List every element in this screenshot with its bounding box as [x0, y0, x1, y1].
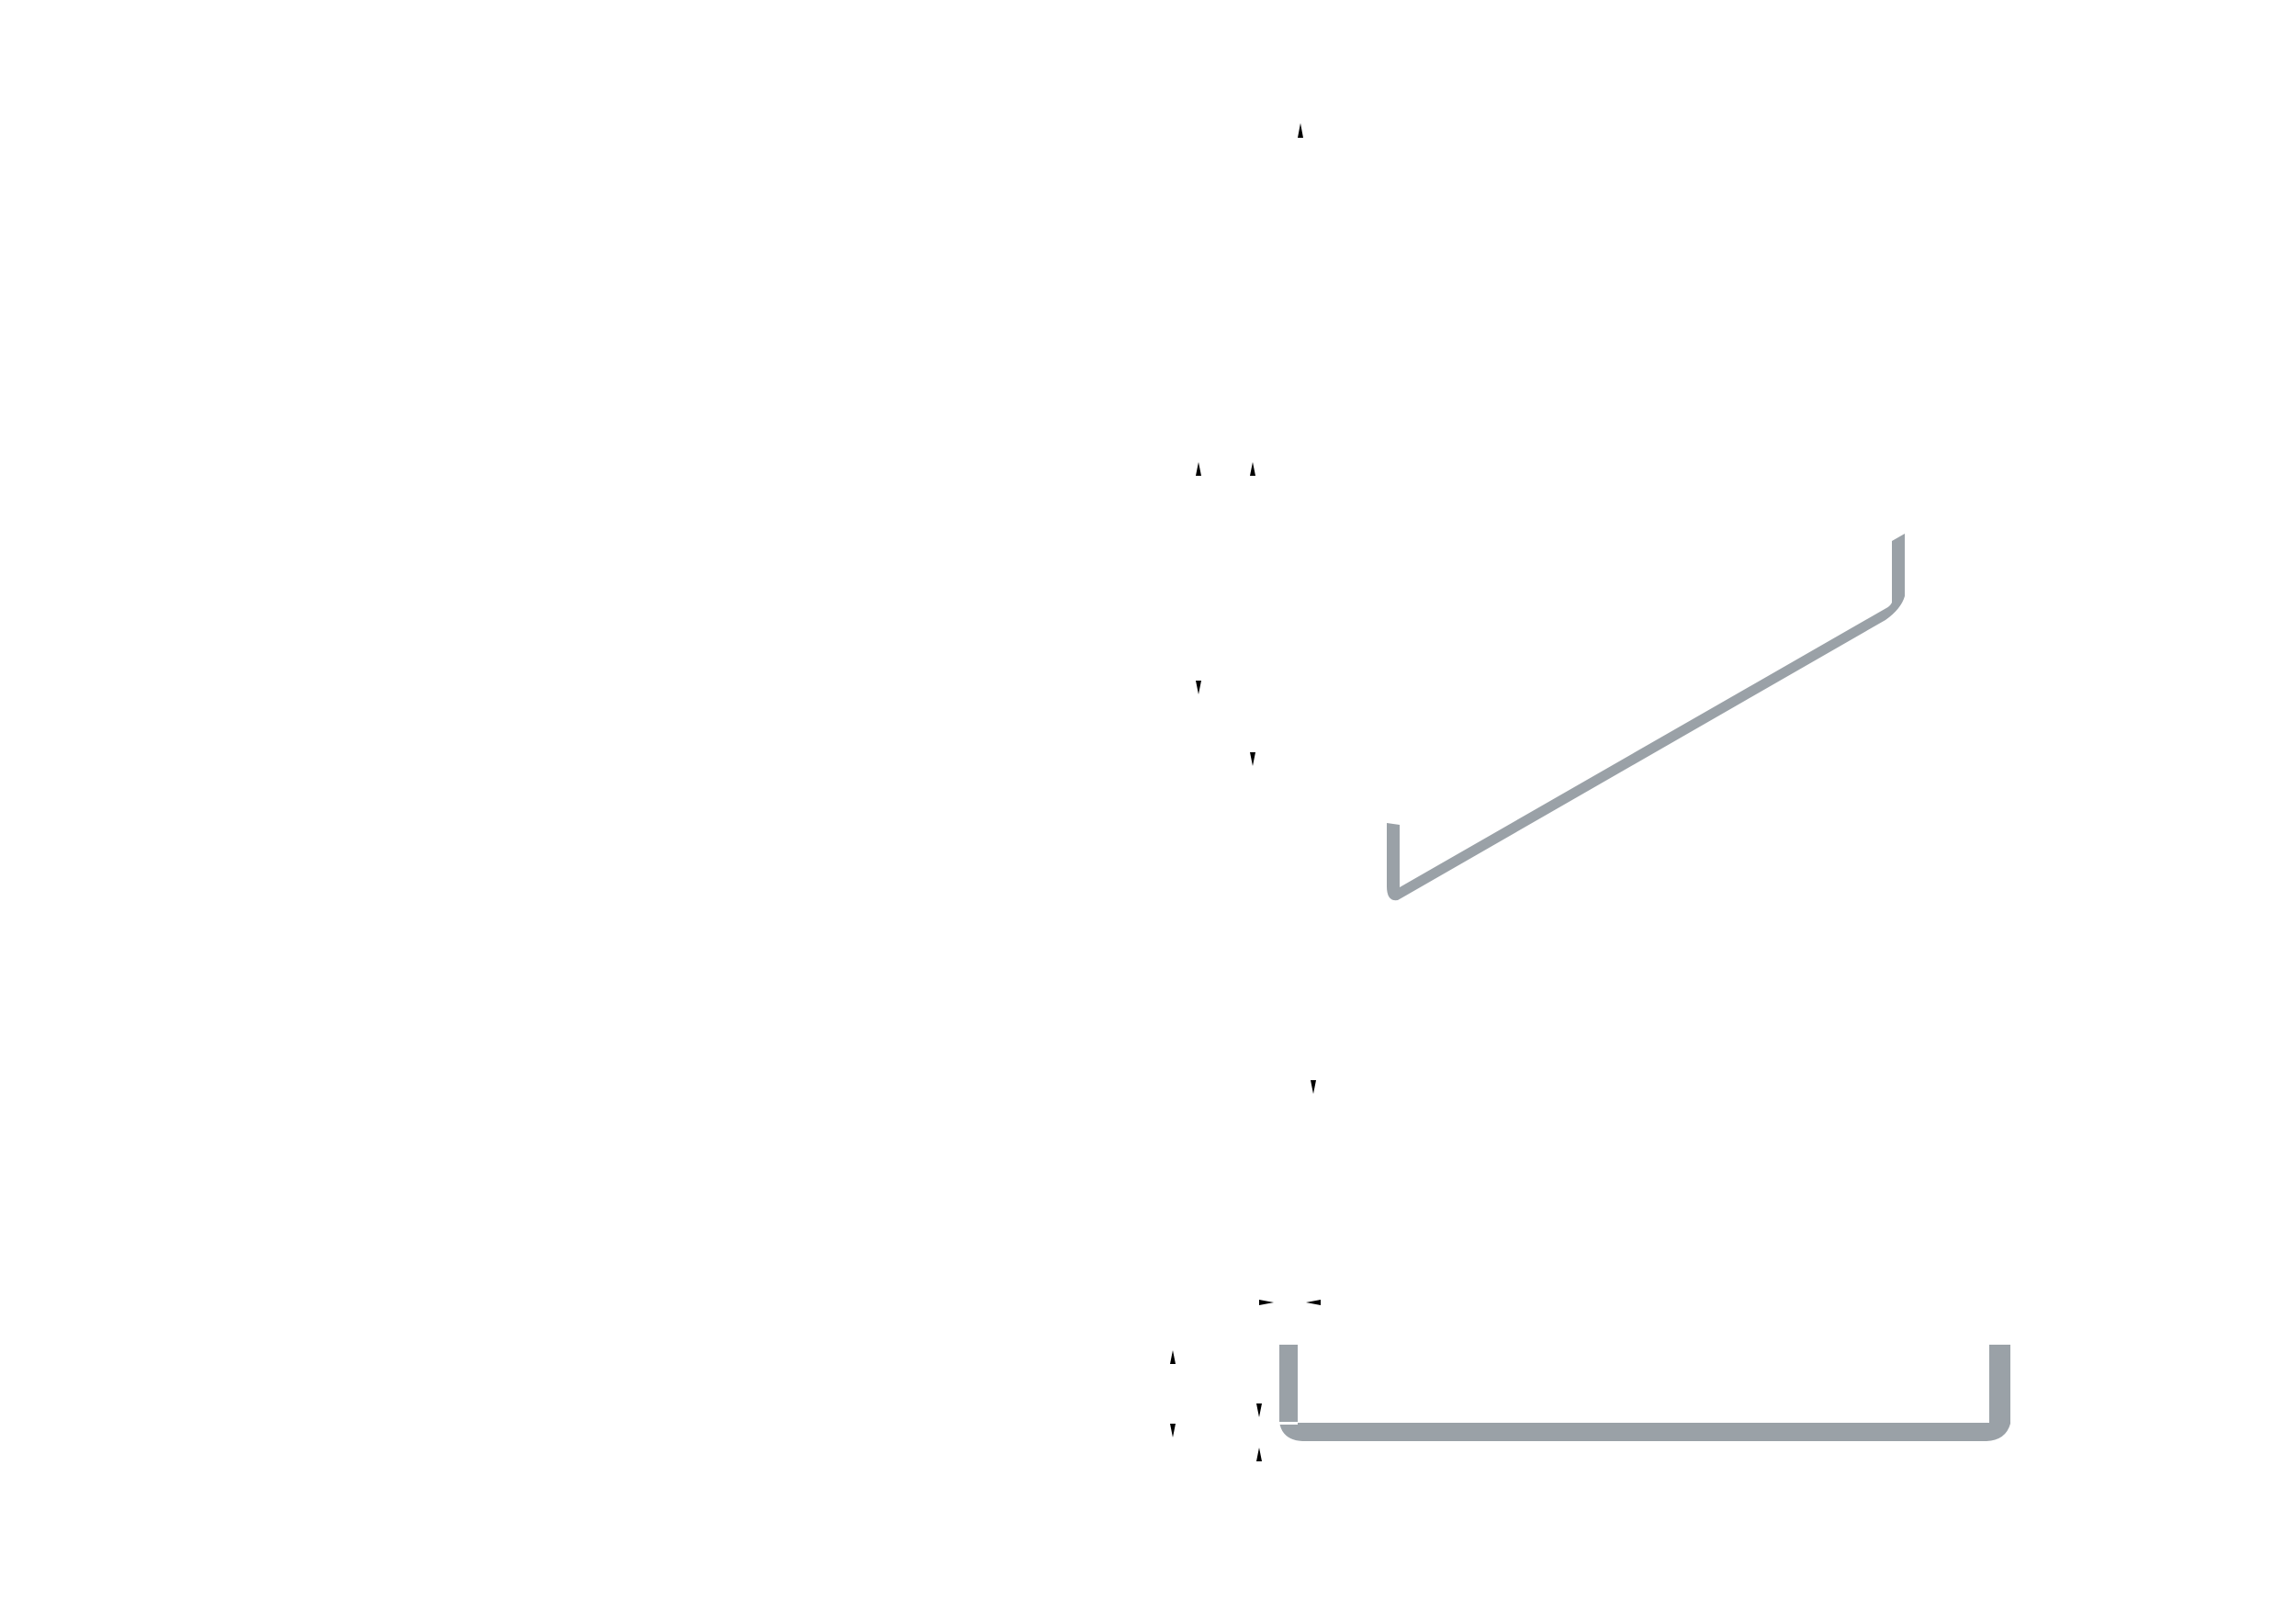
arrow-up-left-2	[1250, 462, 1255, 476]
arrow-down-bottom-left	[1170, 1424, 1176, 1437]
arrow-down-left-1	[1196, 681, 1201, 694]
arrow-left-bottom	[1306, 1300, 1321, 1305]
arrow-down-left-2	[1250, 752, 1255, 766]
arrow-up-top	[1298, 123, 1303, 138]
arrow-up-bottom-left	[1170, 1350, 1176, 1364]
arrow-down-mid	[1311, 1080, 1316, 1094]
u-channel-part	[1279, 1345, 2010, 1441]
arrow-down-bottom-mid	[1256, 1403, 1262, 1417]
u-channel-notch	[1279, 1422, 1298, 1425]
arrow-up-left-1	[1196, 462, 1201, 476]
u-channel-outline	[1279, 1345, 2010, 1441]
dimension-arrows	[1170, 123, 1321, 1461]
arrow-up-bottom-mid	[1256, 1448, 1262, 1461]
arrow-right-bottom	[1259, 1300, 1274, 1305]
